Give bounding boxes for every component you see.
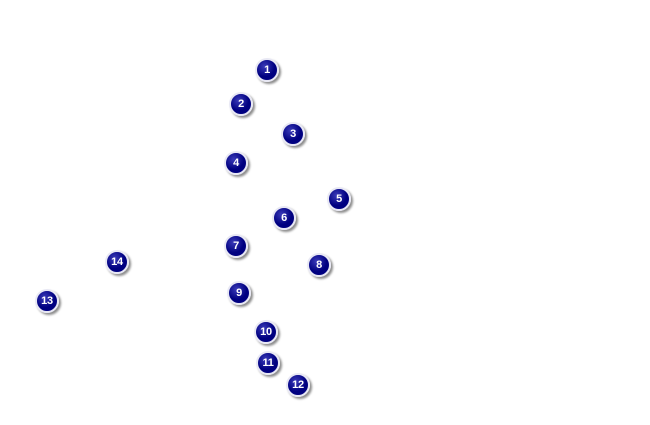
marker-14[interactable]: 14 (105, 250, 129, 274)
marker-label: 7 (233, 239, 239, 252)
marker-label: 1 (264, 63, 270, 76)
marker-7[interactable]: 7 (224, 234, 248, 258)
marker-label: 14 (111, 255, 123, 268)
marker-12[interactable]: 12 (286, 373, 310, 397)
marker-label: 2 (238, 97, 244, 110)
marker-5[interactable]: 5 (327, 187, 351, 211)
marker-4[interactable]: 4 (224, 151, 248, 175)
marker-label: 12 (292, 378, 304, 391)
marker-9[interactable]: 9 (227, 281, 251, 305)
marker-8[interactable]: 8 (307, 253, 331, 277)
marker-11[interactable]: 11 (256, 351, 280, 375)
marker-label: 5 (336, 192, 342, 205)
marker-3[interactable]: 3 (281, 122, 305, 146)
marker-label: 10 (260, 325, 272, 338)
marker-10[interactable]: 10 (254, 320, 278, 344)
marker-label: 6 (281, 211, 287, 224)
marker-label: 13 (41, 294, 53, 307)
marker-label: 3 (290, 127, 296, 140)
marker-2[interactable]: 2 (229, 92, 253, 116)
marker-1[interactable]: 1 (255, 58, 279, 82)
marker-label: 8 (316, 258, 322, 271)
marker-13[interactable]: 13 (35, 289, 59, 313)
marker-label: 4 (233, 156, 239, 169)
marker-label: 11 (262, 356, 274, 369)
marker-6[interactable]: 6 (272, 206, 296, 230)
marker-label: 9 (236, 286, 242, 299)
